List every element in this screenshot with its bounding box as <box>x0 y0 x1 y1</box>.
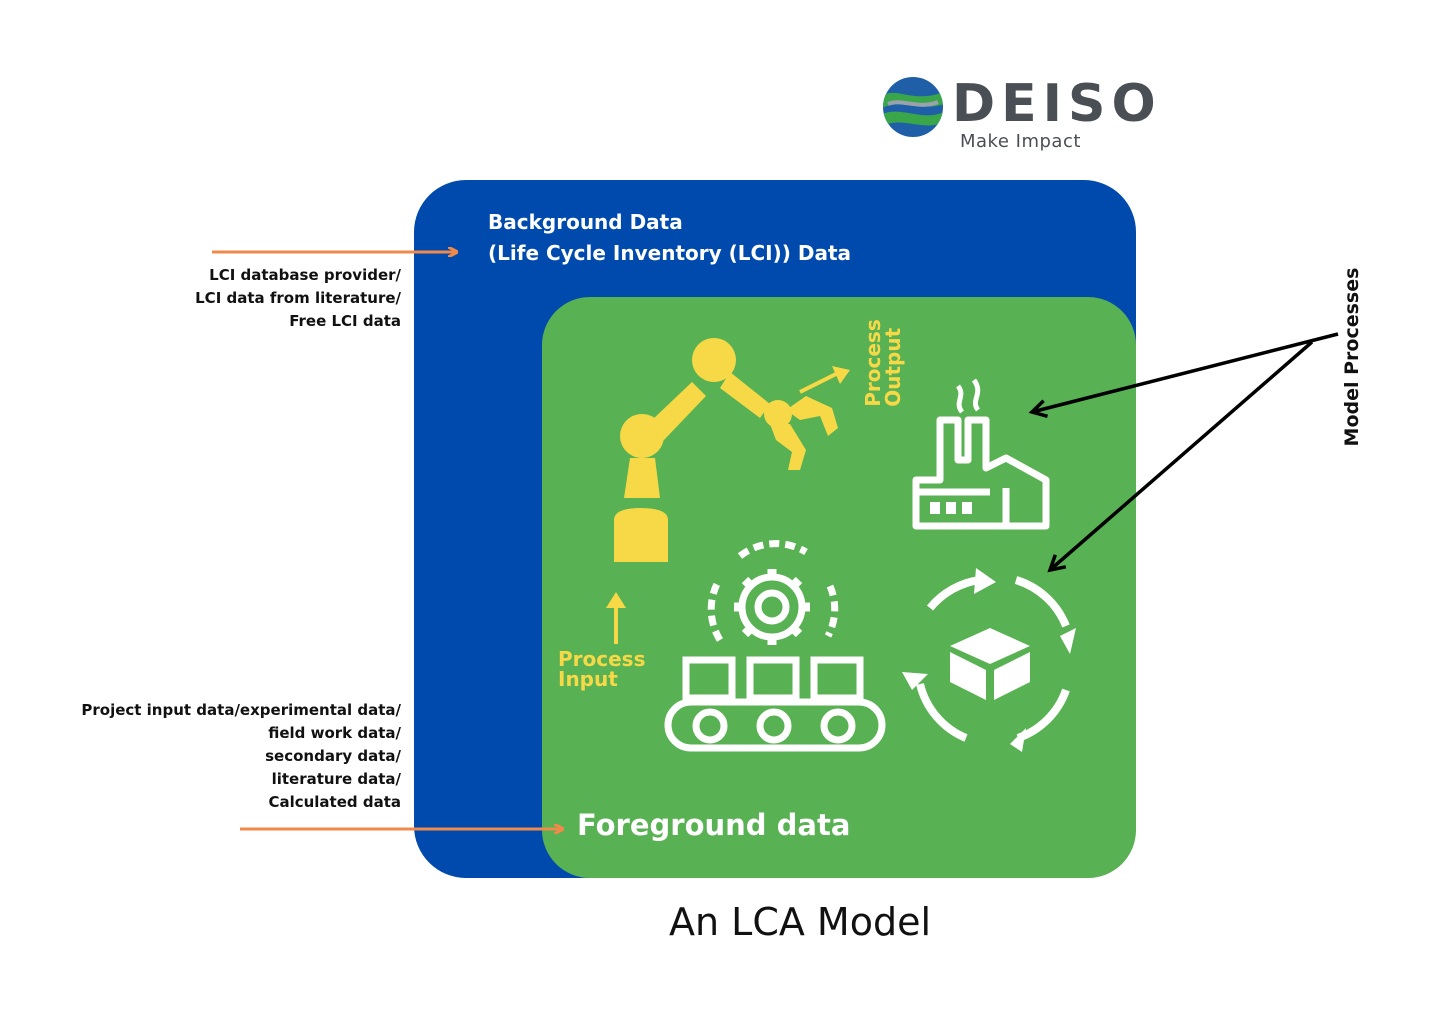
background-title-line2: (Life Cycle Inventory (LCI)) Data <box>488 241 852 265</box>
robot-arm-icon <box>606 338 850 644</box>
process-output-label: Process Output <box>861 319 905 407</box>
model-caption: An LCA Model <box>668 900 932 944</box>
lci-source-line: LCI database provider/ <box>209 266 401 284</box>
project-source-line: Project input data/experimental data/ <box>81 701 401 719</box>
project-source-line: field work data/ <box>268 724 401 742</box>
recycle-box-icon <box>902 568 1076 752</box>
model-process-arrow-factory <box>1028 332 1339 418</box>
model-processes-label: Model Processes <box>1341 267 1363 447</box>
project-sources-note: Project input data/experimental data/ fi… <box>81 699 401 814</box>
project-source-line: Calculated data <box>268 793 401 811</box>
caption-container: An LCA Model <box>560 900 1040 944</box>
lci-sources-note: LCI database provider/ LCI data from lit… <box>195 264 401 333</box>
lci-source-line: Free LCI data <box>289 312 401 330</box>
logo-tagline: Make Impact <box>960 131 1081 152</box>
process-output-line: Process <box>861 319 885 407</box>
background-data-title: Background Data (Life Cycle Inventory (L… <box>488 207 851 269</box>
process-input-line: Process <box>558 647 646 671</box>
lci-source-line: LCI data from literature/ <box>195 289 401 307</box>
factory-icon <box>912 378 1050 530</box>
background-title-line1: Background Data <box>488 210 683 234</box>
conveyor-gear-icon <box>664 540 886 752</box>
process-output-line: Output <box>881 327 905 407</box>
project-source-line: literature data/ <box>271 770 401 788</box>
model-process-arrow-recycle <box>1047 340 1314 573</box>
logo-name: DEISO <box>952 74 1162 134</box>
foreground-data-title: Foreground data <box>577 808 851 842</box>
globe-logo-icon <box>883 77 943 137</box>
process-input-label: Process Input <box>558 649 646 689</box>
project-source-line: secondary data/ <box>265 747 401 765</box>
process-input-line: Input <box>558 667 618 691</box>
